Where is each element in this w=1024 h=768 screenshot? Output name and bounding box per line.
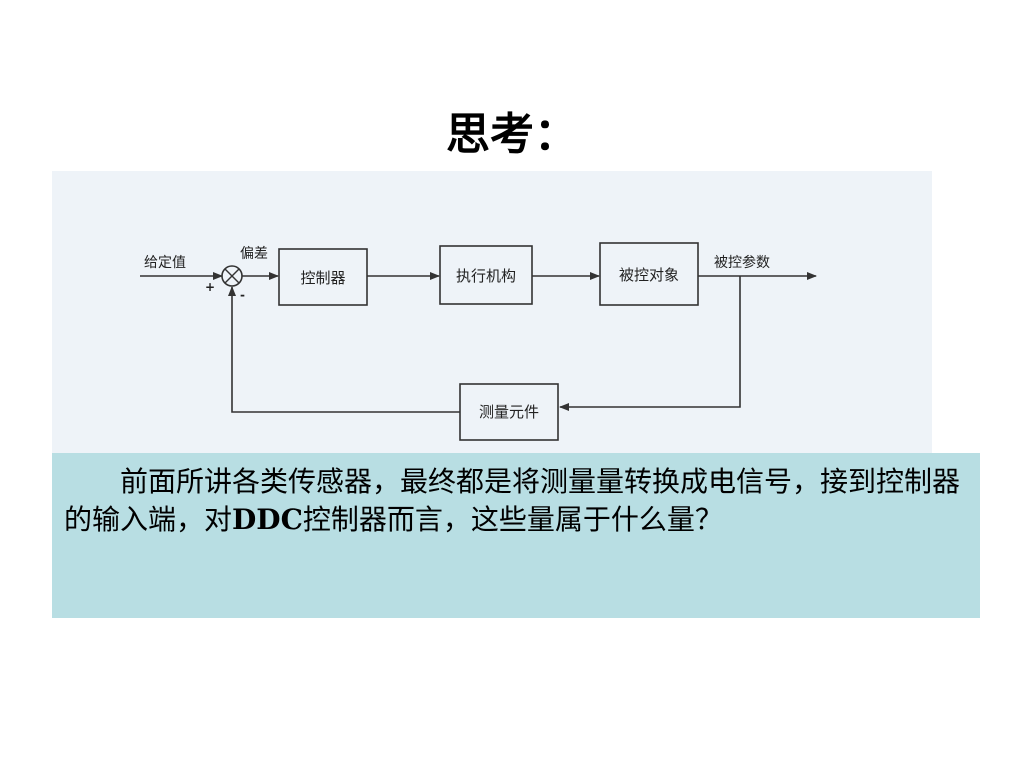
- block-diagram-panel: 给定值 + 偏差 - 控制器 执行机构 被控对象 被控参数 测量元件: [52, 171, 932, 453]
- plus-sign: +: [205, 280, 215, 294]
- slide-title: 思考：: [446, 109, 578, 160]
- sensor-label: 测量元件: [479, 403, 539, 421]
- minus-sign: -: [240, 288, 245, 302]
- question-text: 前面所讲各类传感器，最终都是将测量量转换成电信号，接到控制器的输入端，对DDC控…: [64, 463, 968, 539]
- error-label: 偏差: [240, 246, 268, 262]
- plant-label: 被控对象: [619, 266, 679, 284]
- actuator-label: 执行机构: [456, 267, 516, 285]
- actuator-block: [439, 245, 533, 305]
- question-box: 前面所讲各类传感器，最终都是将测量量转换成电信号，接到控制器的输入端，对DDC控…: [52, 453, 980, 618]
- feedback-return-line: [228, 286, 460, 413]
- question-text-part1: 前面所讲各类传感器，最终都是将测量量转换成电信号，接到控制器的输入端，对: [64, 465, 961, 536]
- output-label: 被控参数: [714, 254, 770, 271]
- controller-label: 控制器: [300, 269, 345, 287]
- controller-block: [278, 248, 368, 306]
- question-text-part2: 控制器而言，这些量属于什么量？: [302, 503, 723, 536]
- summing-junction: [221, 265, 243, 287]
- question-text-ddc: DDC: [232, 503, 303, 536]
- feedback-down-line: [559, 276, 741, 411]
- input-label: 给定值: [144, 255, 186, 271]
- plant-block: [599, 242, 699, 306]
- control-loop-diagram: 给定值 + 偏差 - 控制器 执行机构 被控对象 被控参数 测量元件: [140, 242, 817, 441]
